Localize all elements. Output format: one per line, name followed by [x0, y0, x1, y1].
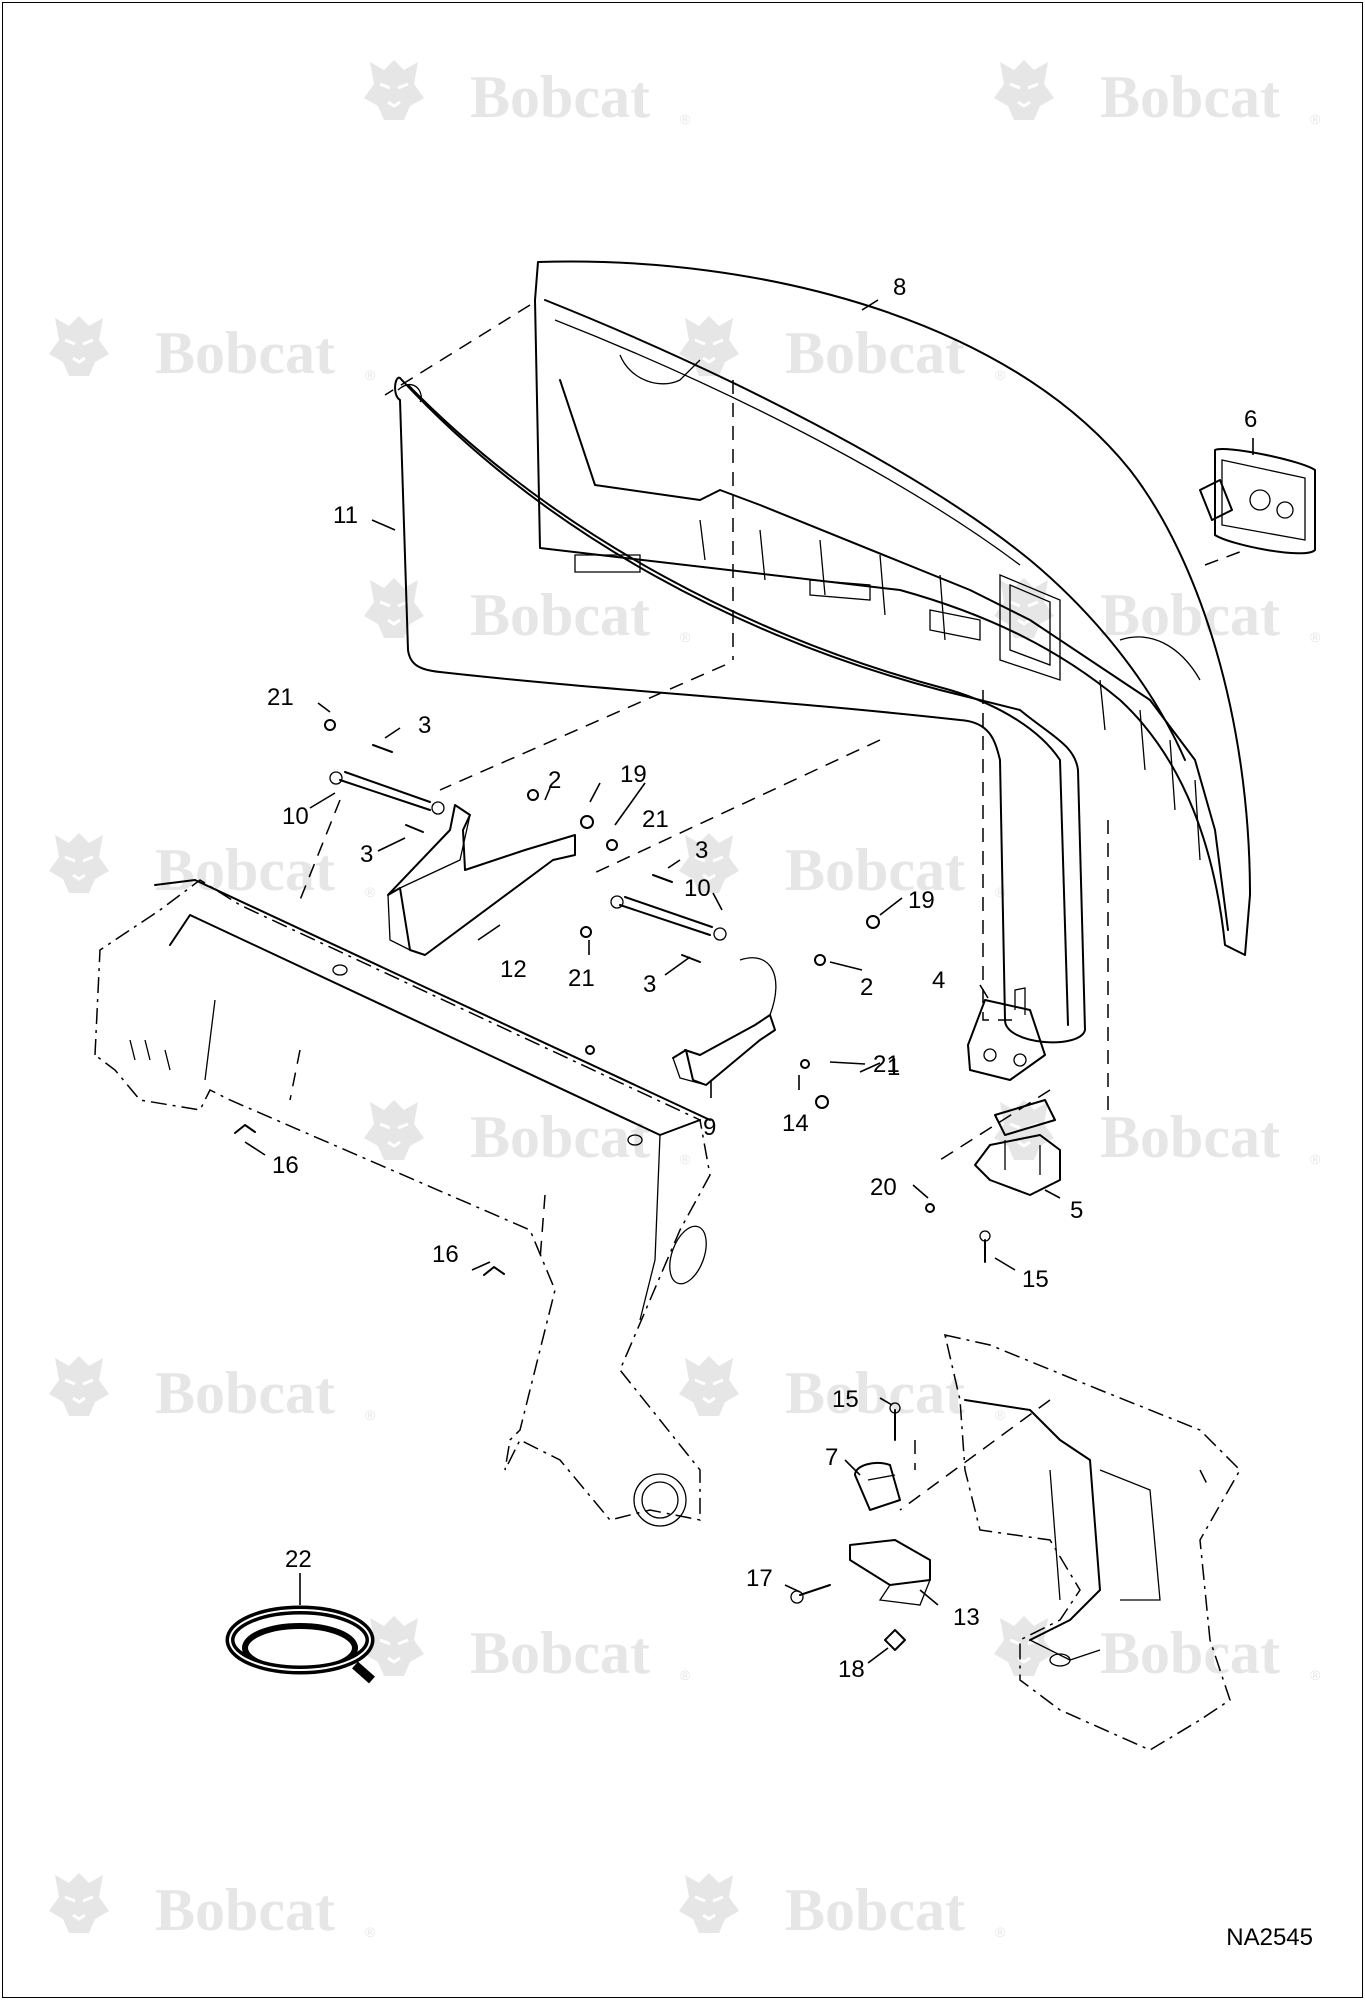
- callout-3: 3: [695, 837, 708, 864]
- svg-text:®: ®: [365, 884, 376, 900]
- callout-12: 12: [500, 956, 527, 983]
- svg-text:®: ®: [995, 1924, 1006, 1940]
- watermark-text: Bobcat: [785, 1360, 965, 1426]
- watermark-text: Bobcat: [470, 582, 650, 648]
- svg-text:®: ®: [995, 367, 1006, 383]
- drawing-number: NA2545: [1226, 1924, 1313, 1951]
- callout-1: 1: [887, 1054, 900, 1081]
- watermark-text: Bobcat: [155, 1360, 335, 1426]
- callout-2: 2: [548, 767, 561, 794]
- rear-crossmember: [94, 879, 711, 1527]
- callout-21: 21: [642, 806, 669, 833]
- callout-10: 10: [282, 803, 309, 830]
- callout-18: 18: [838, 1656, 865, 1683]
- watermark-text: Bobcat: [470, 64, 650, 130]
- gas-struts: [324, 719, 935, 1213]
- svg-text:®: ®: [1310, 629, 1321, 645]
- callout-21: 21: [568, 965, 595, 992]
- callout-7: 7: [825, 1444, 838, 1471]
- callout-2: 2: [860, 974, 873, 1001]
- callout-21: 21: [873, 1051, 900, 1078]
- callout-21: 21: [267, 684, 294, 711]
- door-striker: [974, 1099, 1061, 1263]
- watermark-text: Bobcat: [1100, 1620, 1280, 1686]
- svg-text:®: ®: [995, 884, 1006, 900]
- callout-19: 19: [908, 887, 935, 914]
- callout-3: 3: [643, 971, 656, 998]
- callout-labels: 8 6 11 21 3 10 3 2 19 21 3 10 12 21 3 19…: [267, 274, 1257, 1683]
- watermark-text: Bobcat: [1100, 1104, 1280, 1170]
- callout-15: 15: [832, 1386, 859, 1413]
- hose-coil: [225, 1605, 375, 1684]
- assembly-lines: [289, 304, 1246, 1511]
- svg-text:®: ®: [680, 629, 691, 645]
- callout-3: 3: [360, 841, 373, 868]
- watermark-text: Bobcat: [785, 320, 965, 386]
- watermark-text: Bobcat: [155, 837, 335, 903]
- watermark-text: Bobcat: [155, 320, 335, 386]
- leader-lines: [244, 299, 1254, 1664]
- svg-text:®: ®: [1310, 1667, 1321, 1683]
- striker-mount-assembly: [790, 1402, 931, 1651]
- callout-6: 6: [1244, 406, 1257, 433]
- watermark-text: Bobcat: [155, 1877, 335, 1943]
- svg-text:®: ®: [365, 367, 376, 383]
- watermark-text: Bobcat: [1100, 64, 1280, 130]
- callout-17: 17: [746, 1565, 773, 1592]
- rear-door-panel: [534, 260, 1251, 956]
- door-latch: [967, 987, 1046, 1081]
- frame-corner-section: [944, 1334, 1241, 1751]
- strut-bracket-left: [387, 804, 576, 956]
- svg-text:®: ®: [1310, 111, 1321, 127]
- watermark-text: Bobcat: [470, 1620, 650, 1686]
- callout-8: 8: [893, 274, 906, 301]
- svg-text:®: ®: [995, 1407, 1006, 1423]
- callout-3: 3: [418, 712, 431, 739]
- callout-16: 16: [432, 1241, 459, 1268]
- door-seal: [394, 376, 1086, 1044]
- callout-11: 11: [333, 502, 358, 529]
- svg-text:®: ®: [365, 1407, 376, 1423]
- watermark-text: Bobcat: [470, 1104, 650, 1170]
- callout-13: 13: [953, 1604, 980, 1631]
- callout-10: 10: [684, 875, 711, 902]
- svg-text:®: ®: [365, 1924, 376, 1940]
- strut-bracket-right: [672, 957, 777, 1086]
- callout-20: 20: [870, 1174, 897, 1201]
- callout-22: 22: [285, 1546, 312, 1573]
- callout-14: 14: [782, 1110, 809, 1137]
- callout-5: 5: [1070, 1197, 1083, 1224]
- watermark-text: Bobcat: [785, 1877, 965, 1943]
- callout-19: 19: [620, 761, 647, 788]
- door-latch-handle: [1199, 448, 1316, 555]
- watermark-text: Bobcat: [785, 837, 965, 903]
- svg-text:®: ®: [680, 1667, 691, 1683]
- svg-text:®: ®: [680, 1151, 691, 1167]
- callout-15: 15: [1022, 1266, 1049, 1293]
- svg-text:®: ®: [1310, 1151, 1321, 1167]
- svg-text:®: ®: [680, 111, 691, 127]
- callout-16: 16: [272, 1152, 299, 1179]
- callout-4: 4: [932, 967, 945, 994]
- callout-9: 9: [703, 1114, 716, 1141]
